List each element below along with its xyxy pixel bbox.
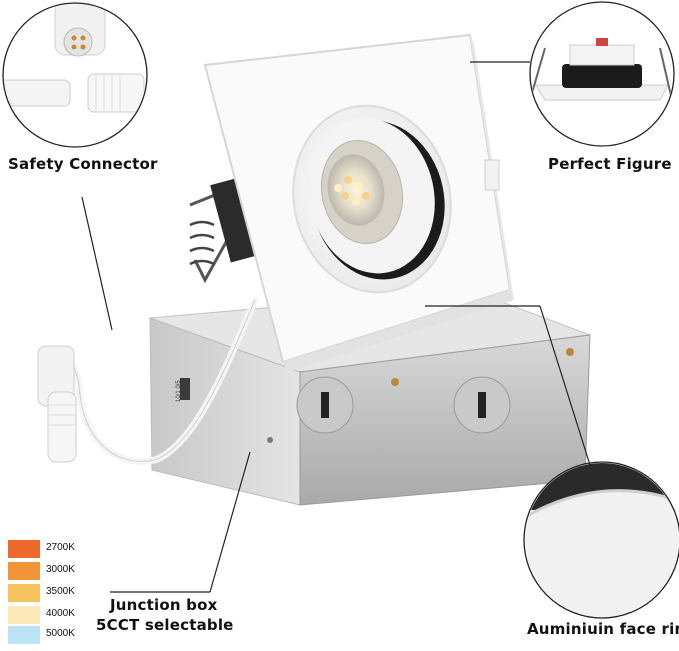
cct-label: 5000K xyxy=(46,628,75,639)
cct-row-4000k: 4000K xyxy=(8,606,108,624)
callout-cct-selectable: 5CCT selectable xyxy=(96,616,234,634)
inset-safety-connector xyxy=(2,2,148,148)
cct-swatch xyxy=(8,584,40,602)
cct-row-2700k: 2700K xyxy=(8,540,108,558)
cct-label: 2700K xyxy=(46,542,75,553)
callout-face-ring: Auminiuin face ring xyxy=(527,620,679,638)
box-label: 10/1 0/5 xyxy=(176,380,182,402)
inset-perfect-figure xyxy=(529,1,675,147)
cct-label: 3000K xyxy=(46,564,75,575)
cct-swatch xyxy=(8,540,40,558)
callout-junction-box: Junction box xyxy=(110,596,218,614)
cct-label: 4000K xyxy=(46,608,75,619)
callout-lines xyxy=(81,61,591,593)
cct-swatch xyxy=(8,606,40,624)
mounting-spring xyxy=(189,177,260,284)
cct-row-3500k: 3500K xyxy=(8,584,108,602)
cable-connector xyxy=(37,345,77,463)
cct-swatch xyxy=(8,562,40,580)
cct-swatch xyxy=(8,626,40,644)
callout-safety-connector: Safety Connector xyxy=(8,155,158,173)
cct-row-5000k: 5000K xyxy=(8,626,108,644)
square-trim xyxy=(203,33,514,372)
cct-label: 3500K xyxy=(46,586,75,597)
cct-row-3000k: 3000K xyxy=(8,562,108,580)
callout-perfect-figure: Perfect Figure xyxy=(548,155,672,173)
